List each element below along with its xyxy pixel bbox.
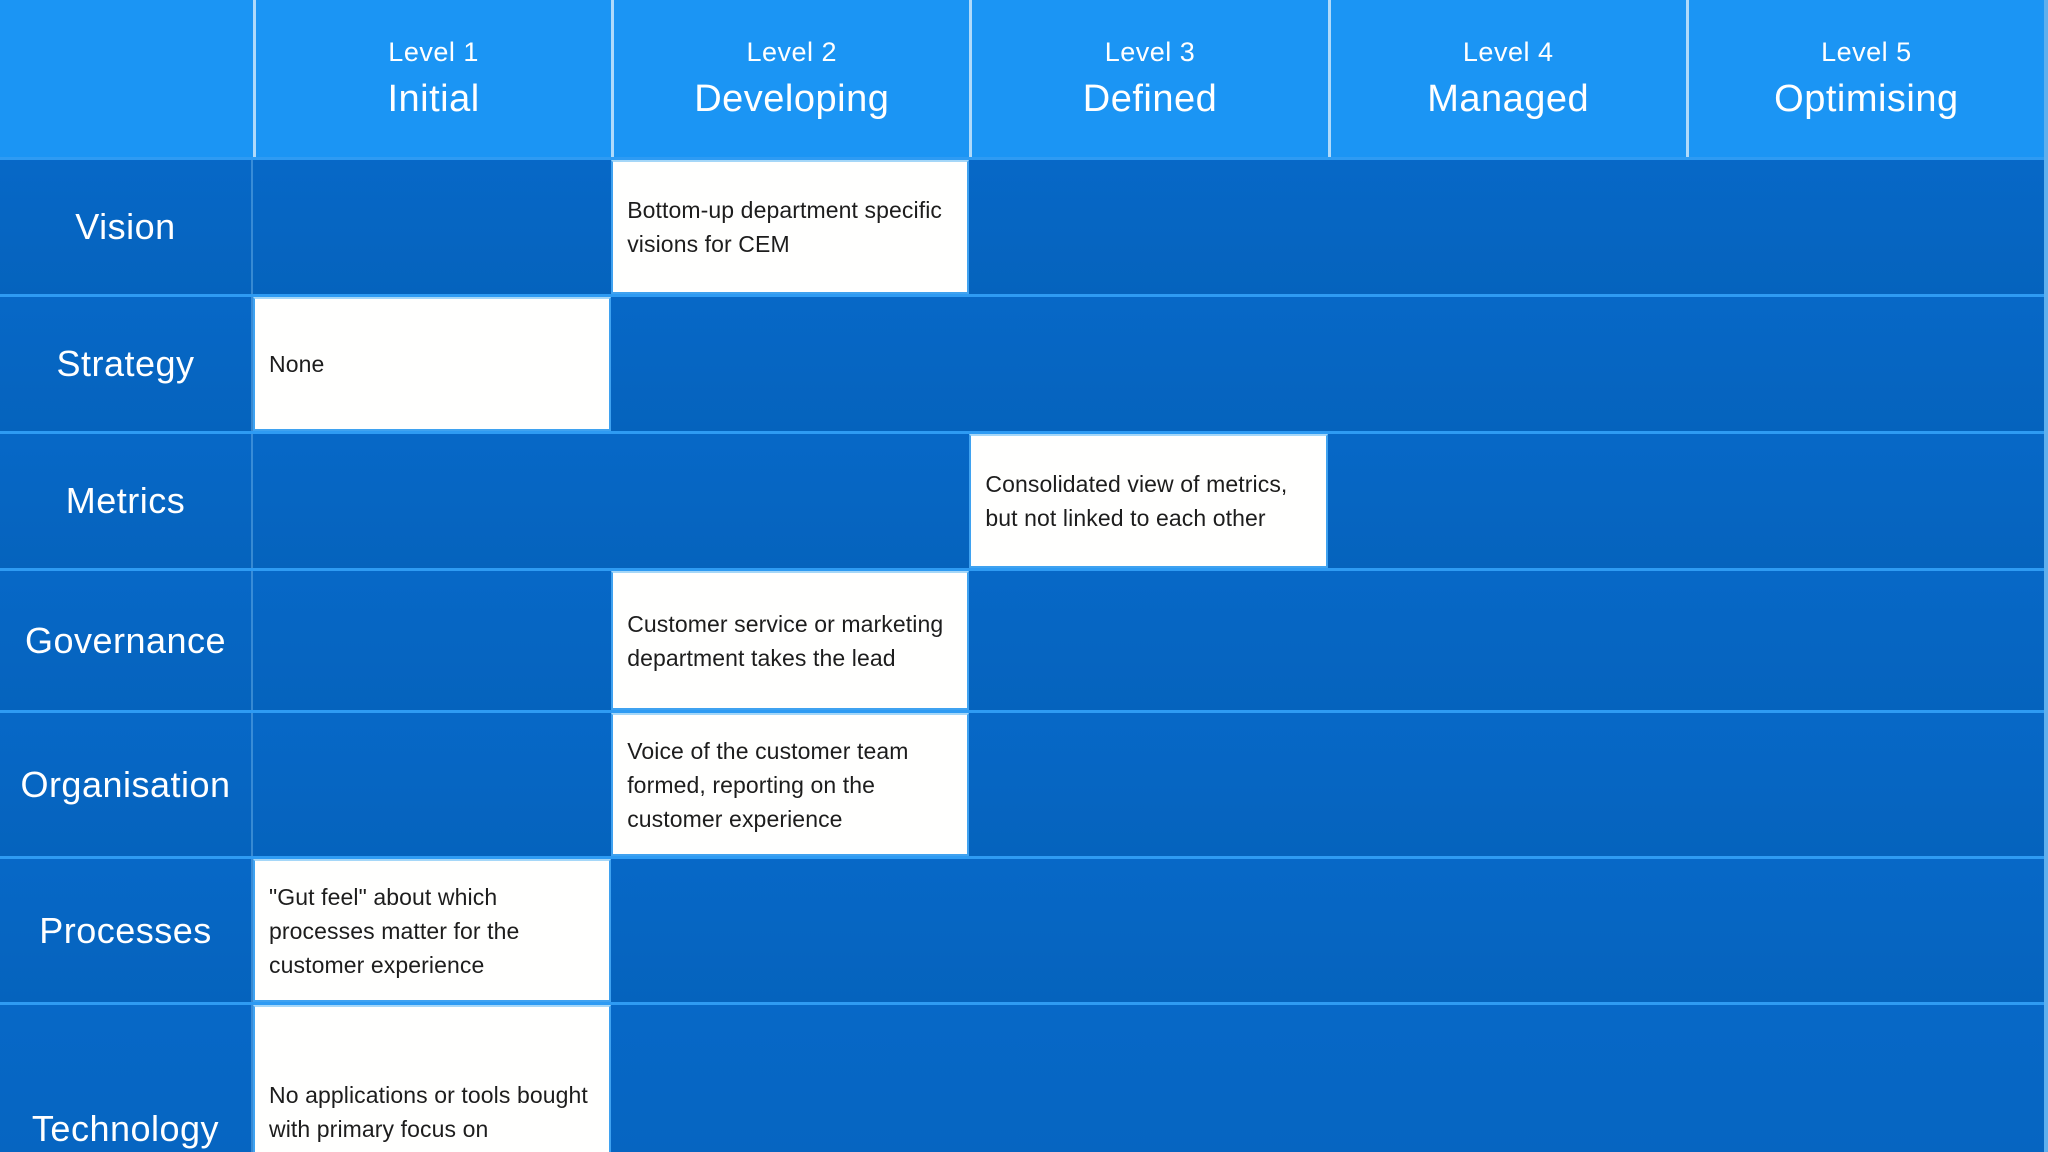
row-label-vision: Vision [0, 160, 253, 294]
note-text: No applications or tools bought with pri… [269, 1081, 588, 1152]
header-cell-level-5: Level 5 Optimising [1685, 0, 2044, 157]
row-label-organisation: Organisation [0, 713, 253, 856]
header-level-name: Developing [694, 77, 890, 120]
header-level-label: Level 2 [746, 36, 838, 67]
note-text: Voice of the customer team formed, repor… [627, 737, 909, 832]
note-cell-metrics-level-3: Consolidated view of metrics, but not li… [969, 434, 1328, 568]
row-label-governance: Governance [0, 571, 253, 710]
note-cell-organisation-level-2: Voice of the customer team formed, repor… [611, 713, 970, 856]
note-text: Customer service or marketing department… [627, 610, 944, 671]
header-level-name: Initial [387, 77, 480, 120]
row-governance: Governance Customer service or marketing… [0, 568, 2044, 710]
header-cell-level-3: Level 3 Defined [969, 0, 1327, 157]
note-text: Consolidated view of metrics, but not li… [985, 471, 1288, 531]
note-cell-technology-level-1: No applications or tools bought with pri… [253, 1005, 612, 1152]
row-technology: Technology No applications or tools boug… [0, 1002, 2044, 1152]
note-cell-processes-level-1: "Gut feel" about which processes matter … [253, 859, 612, 1002]
header-level-label: Level 3 [1104, 36, 1196, 67]
header-level-name: Optimising [1774, 77, 1959, 120]
row-label-processes: Processes [0, 859, 253, 1002]
note-text: "Gut feel" about which processes matter … [269, 883, 520, 978]
header-level-label: Level 5 [1821, 36, 1912, 67]
note-cell-strategy-level-1: None [253, 297, 612, 431]
header-corner-cell [0, 0, 253, 157]
note-text: None [269, 351, 325, 377]
table-header-row: Level 1 Initial Level 2 Developing Level… [0, 0, 2044, 157]
header-level-name: Defined [1082, 77, 1218, 120]
header-level-label: Level 1 [388, 36, 479, 67]
row-metrics: Metrics Consolidated view of metrics, bu… [0, 431, 2044, 568]
header-cell-level-4: Level 4 Managed [1327, 0, 1686, 157]
header-cell-level-2: Level 2 Developing [611, 0, 969, 157]
row-label-metrics: Metrics [0, 434, 253, 568]
note-cell-governance-level-2: Customer service or marketing department… [611, 571, 970, 710]
note-text: Bottom-up department specific visions fo… [627, 197, 943, 257]
row-strategy: Strategy None [0, 294, 2044, 431]
row-vision: Vision Bottom-up department specific vis… [0, 157, 2044, 294]
header-level-label: Level 4 [1462, 36, 1554, 67]
note-cell-vision-level-2: Bottom-up department specific visions fo… [611, 160, 970, 294]
header-cell-level-1: Level 1 Initial [253, 0, 611, 157]
row-processes: Processes "Gut feel" about which process… [0, 856, 2044, 1002]
row-organisation: Organisation Voice of the customer team … [0, 710, 2044, 856]
row-label-strategy: Strategy [0, 297, 253, 431]
header-level-name: Managed [1427, 77, 1590, 120]
row-label-technology: Technology [0, 1005, 253, 1152]
